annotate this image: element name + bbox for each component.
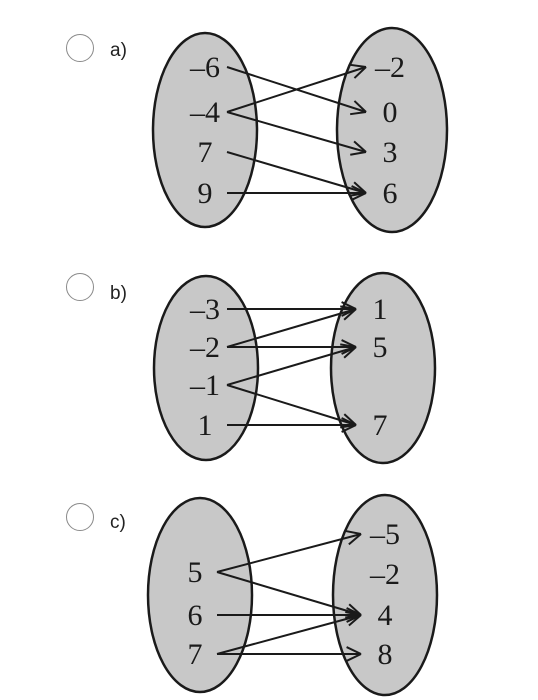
domain-value: 7	[198, 136, 213, 169]
mapping-arrow	[226, 308, 357, 348]
option-b-radio[interactable]	[66, 273, 94, 301]
arrowhead	[351, 192, 367, 201]
option-c-label: c)	[110, 512, 126, 533]
arrowhead	[343, 308, 357, 321]
mapping-diagram-b: –3 –2 –1 1 1 5 7	[152, 271, 437, 465]
range-value: –2	[374, 51, 405, 84]
domain-value: 1	[198, 409, 213, 442]
arrowhead	[353, 140, 367, 153]
arrowhead	[346, 653, 362, 662]
arrowhead	[351, 185, 367, 194]
option-a-radio[interactable]	[66, 34, 94, 62]
arrowhead	[348, 614, 362, 627]
domain-value: 7	[188, 638, 203, 671]
mapping-arrow	[226, 151, 367, 194]
mapping-arrow	[226, 384, 357, 426]
domain-value: –3	[189, 293, 220, 326]
arrowhead	[341, 424, 357, 433]
arrowhead	[340, 305, 357, 310]
range-value: 7	[373, 409, 388, 442]
domain-oval	[146, 496, 254, 694]
domain-value: –4	[189, 96, 220, 129]
arrowhead	[340, 343, 357, 348]
range-value: 8	[378, 638, 393, 671]
option-b-label: b)	[110, 283, 127, 304]
mapping-arrow	[216, 571, 362, 616]
range-value: 1	[373, 293, 388, 326]
domain-value: –6	[189, 51, 220, 84]
mapping-diagram-c: 5 6 7 –5 –2 4 8	[146, 493, 439, 697]
domain-value: 5	[188, 556, 203, 589]
arrowhead	[348, 533, 362, 546]
domain-value: –1	[189, 369, 220, 402]
arrowhead	[353, 66, 367, 79]
mapping-arrow	[216, 533, 362, 573]
arrowhead	[341, 417, 357, 426]
range-value: 4	[378, 599, 393, 632]
range-value: –5	[369, 518, 400, 551]
arrowhead	[350, 151, 367, 156]
range-value: –2	[369, 558, 400, 591]
arrowhead	[345, 529, 362, 535]
option-b[interactable]: b) –3 –2 –1 1 1 5 7	[0, 245, 538, 470]
arrowhead	[343, 346, 357, 359]
domain-value: 9	[198, 177, 213, 210]
domain-oval	[151, 31, 259, 229]
range-oval	[329, 271, 437, 465]
option-c[interactable]: c) 5 6 7 –5 –2 4 8	[0, 470, 538, 700]
domain-value: 6	[188, 599, 203, 632]
range-value: 3	[383, 136, 398, 169]
option-c-radio[interactable]	[66, 503, 94, 531]
domain-oval	[152, 274, 260, 462]
option-a-label: a)	[110, 40, 127, 61]
arrowhead	[353, 100, 367, 113]
arrowhead	[350, 111, 367, 116]
domain-value: –2	[189, 331, 220, 364]
option-a[interactable]: a) –6 –4 7 9 –2 0 3 6	[0, 0, 538, 245]
arrowhead	[346, 646, 362, 655]
mapping-arrow	[226, 66, 367, 113]
range-oval	[335, 26, 449, 234]
mapping-arrow	[226, 111, 367, 153]
mapping-arrow	[226, 346, 357, 386]
arrowhead	[350, 63, 367, 68]
range-value: 6	[383, 177, 398, 210]
mapping-diagram-a: –6 –4 7 9 –2 0 3 6	[151, 26, 449, 234]
mapping-arrow	[216, 614, 362, 655]
range-value: 5	[373, 331, 388, 364]
range-value: 0	[383, 96, 398, 129]
range-oval	[331, 493, 439, 697]
arrowhead	[345, 611, 362, 616]
